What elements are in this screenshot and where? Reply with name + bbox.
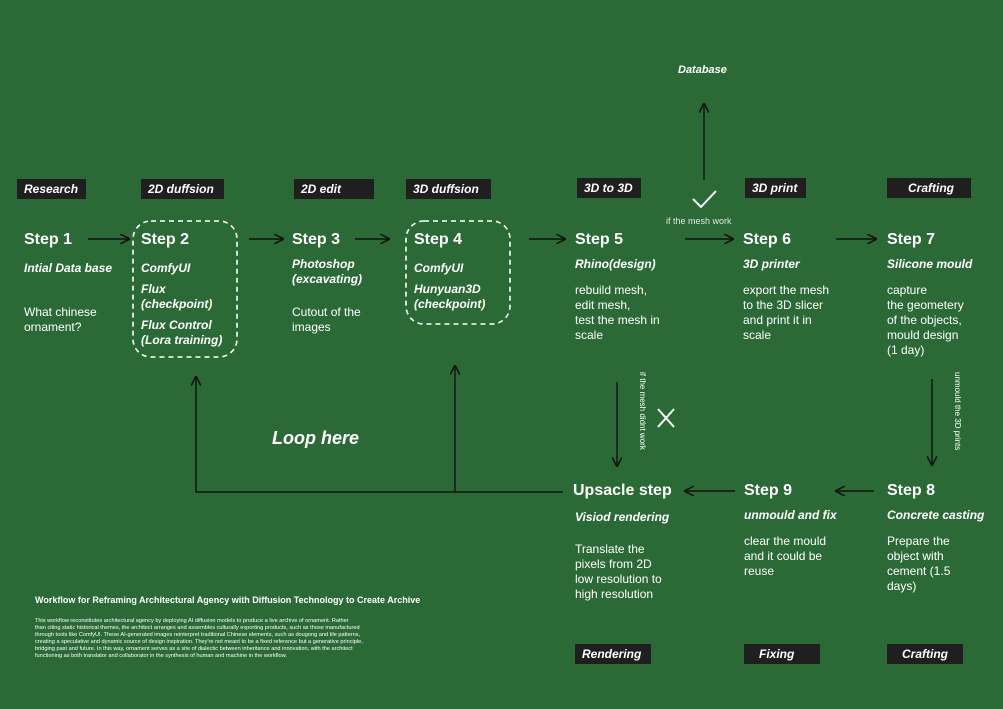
mesh-work-label: if the mesh work [666,216,732,226]
step5-subtitle: Rhino(design) [575,257,656,271]
tag-2d-edit: 2D edit [294,179,374,199]
step2-title: Step 2 [141,231,190,248]
check-icon [692,190,717,209]
step2-dashed-box [132,220,238,358]
tag-crafting-bottom: Crafting [887,644,963,664]
loop-line [196,377,563,493]
step5-title: Step 5 [575,231,624,248]
step8-title: Step 8 [887,482,936,499]
unmould-prints-label: unmould the 3D prints [953,372,962,451]
step4-subtitle: ComfyUI Hunyuan3D (checkpoint) [414,261,486,311]
step7-subtitle: Silicone mould [887,257,973,271]
step8-subtitle: Concrete casting [887,508,985,522]
step4-title: Step 4 [414,231,463,248]
footer-paragraph: This workflow reconstitutes architectura… [35,618,363,660]
tag-fixing: Fixing [744,644,820,664]
upscale-title: Upsacle step [573,482,672,499]
mesh-didnt-work-label: if the mesh didnt work [638,372,647,450]
tag-2d-duffsion: 2D duffsion [141,179,224,199]
step7-title: Step 7 [887,231,936,248]
upscale-subtitle: Visiod rendering [575,510,670,524]
step4-dashed-box [405,220,511,325]
step3-title: Step 3 [292,231,341,248]
tag-crafting-top: Crafting [887,178,971,198]
tag-3d-to-3d: 3D to 3D [577,178,641,198]
step5-description: rebuild mesh,edit mesh, test the mesh in… [575,283,660,342]
step9-title: Step 9 [744,482,793,499]
tag-3d-print: 3D print [745,178,806,198]
tag-rendering: Rendering [575,644,651,664]
tag-research: Research [17,179,86,199]
step1-title: Step 1 [24,231,73,248]
step3-subtitle: Photoshop(excavating) [292,257,363,286]
step9-subtitle: unmould and fix [744,508,837,522]
cross-icon [657,408,675,428]
tag-3d-duffsion: 3D duffsion [406,179,491,199]
loop-here-label: Loop here [272,428,360,448]
step2-subtitle: ComfyUI Flux (checkpoint) Flux Control (… [141,261,223,347]
step6-subtitle: 3D printer [743,257,800,271]
step6-title: Step 6 [743,231,792,248]
database-label: Database [678,64,727,76]
footer-title: Workflow for Reframing Architectural Age… [35,595,421,605]
step1-subtitle: Intial Data base [24,261,113,275]
